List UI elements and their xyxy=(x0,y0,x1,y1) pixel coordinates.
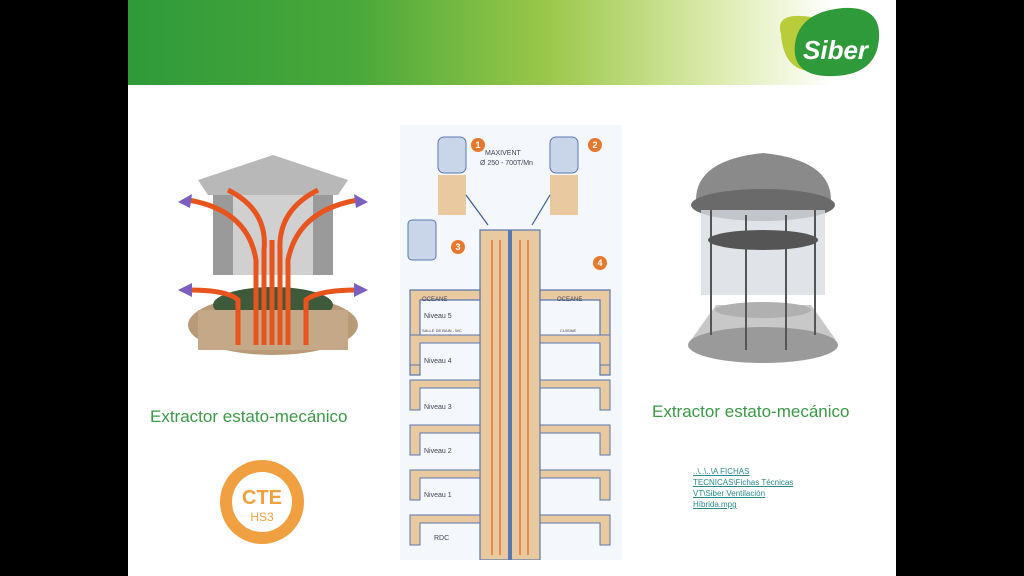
svg-text:Siber: Siber xyxy=(803,35,870,65)
level-2: Niveau 2 xyxy=(424,448,452,455)
link-line: Híbrida.mpg xyxy=(693,500,737,509)
marker-2: 2 xyxy=(592,140,597,150)
inlet-right: OCEANE xyxy=(557,297,582,303)
right-caption: Extractor estato-mecánico xyxy=(652,402,850,421)
product-name: MAXIVENT xyxy=(485,150,522,157)
floor-slab xyxy=(539,514,611,546)
link-line: VT\Siber Ventilación xyxy=(693,489,766,498)
marker-1: 1 xyxy=(475,140,480,150)
presentation-slide: Siber Extractor estato-mecánico CTE HS3 xyxy=(128,0,896,576)
siber-logo: Siber xyxy=(779,7,880,77)
floor-slab xyxy=(409,514,481,546)
inlet-left: OCEANE xyxy=(422,297,447,303)
floor-slab xyxy=(539,334,611,366)
floor-slab xyxy=(409,334,481,366)
room-right: CUISINE xyxy=(560,328,577,333)
ventilation-diagram: 1 2 3 4 MAXIVENT Ø 250 - 700T/Mn OCEANE … xyxy=(400,125,622,560)
marker-3: 3 xyxy=(455,242,460,252)
level-4: Niveau 4 xyxy=(424,358,452,365)
product-spec: Ø 250 - 700T/Mn xyxy=(480,160,533,167)
svg-text:HS3: HS3 xyxy=(250,510,274,524)
cte-hs3-seal: CTE HS3 xyxy=(220,460,304,544)
level-1: Niveau 1 xyxy=(424,492,452,499)
marker-4: 4 xyxy=(597,258,602,268)
link-line: TECNICAS\Fichas Técnicas xyxy=(693,478,794,487)
left-extractor-image xyxy=(178,155,368,355)
floor-slab xyxy=(539,424,611,456)
header-banner xyxy=(128,0,896,85)
ground-floor: RDC xyxy=(434,535,449,542)
svg-text:CTE: CTE xyxy=(242,487,282,509)
right-extractor-image xyxy=(688,153,838,363)
level-5: Niveau 5 xyxy=(424,313,452,320)
floor-slab xyxy=(409,424,481,456)
room-left: SALLE DE BAIN - WC xyxy=(422,328,462,333)
level-3: Niveau 3 xyxy=(424,404,452,411)
floor-slab xyxy=(409,469,481,501)
left-caption: Extractor estato-mecánico xyxy=(150,407,348,426)
floor-slab xyxy=(539,469,611,501)
link-line: ..\..\..\A FICHAS xyxy=(693,467,750,476)
floor-slab xyxy=(539,379,611,411)
floor-slab xyxy=(409,379,481,411)
video-file-link[interactable]: ..\..\..\A FICHAS TECNICAS\Fichas Técnic… xyxy=(693,466,813,510)
